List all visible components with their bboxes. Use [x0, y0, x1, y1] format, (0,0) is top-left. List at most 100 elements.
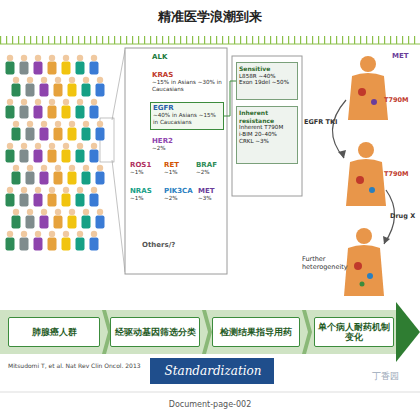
gene-box: MET~3% — [196, 186, 225, 206]
node-text: HER2 — [152, 137, 208, 145]
crowd-body — [34, 194, 43, 207]
crowd-head — [83, 165, 89, 171]
crowd-body — [6, 150, 15, 163]
callout-label: T790M — [384, 96, 408, 104]
step-box: 检测结果指导用药 — [212, 317, 300, 347]
crowd-head — [97, 121, 103, 127]
step-box: 肺腺癌人群 — [8, 317, 100, 347]
crowd-head — [41, 165, 47, 171]
crowd-body — [76, 150, 85, 163]
gene-box: BRAF~2% — [194, 160, 225, 180]
crowd-head — [91, 99, 97, 105]
process-band — [0, 310, 396, 354]
node-text: ~2% — [164, 195, 193, 202]
crowd-body — [26, 84, 35, 97]
crowd-head — [63, 99, 69, 105]
node-text: KRAS — [152, 71, 222, 79]
node-text: 经驱动基因筛选分类 — [115, 327, 196, 337]
crowd-head — [49, 231, 55, 237]
node-text: ~2% — [196, 169, 223, 176]
callout-label: Standardization — [156, 364, 270, 378]
crowd-head — [49, 99, 55, 105]
crowd-head — [97, 77, 103, 83]
node-text: ~1% — [130, 169, 158, 176]
crowd-head — [49, 143, 55, 149]
crowd-head — [49, 55, 55, 61]
crowd-body — [48, 62, 57, 75]
zoom-line — [112, 50, 125, 120]
crowd-body — [62, 150, 71, 163]
tumor-dot — [354, 88, 377, 287]
crowd-head — [27, 121, 33, 127]
logo-box — [150, 358, 274, 384]
ruler-line — [0, 44, 420, 45]
crowd-head — [69, 77, 75, 83]
arrow-head — [338, 150, 346, 158]
crowd-head — [91, 143, 97, 149]
crowd-head — [7, 187, 13, 193]
crowd-head — [21, 99, 27, 105]
crowd-body — [6, 238, 15, 251]
crowd-head — [27, 209, 33, 215]
crowd-head — [7, 55, 13, 61]
crowd-body — [20, 194, 29, 207]
crowd-head — [13, 165, 19, 171]
gene-box: RET~1% — [162, 160, 192, 180]
node-text: ~1% — [164, 169, 190, 176]
crowd-body — [34, 62, 43, 75]
crowd-head — [77, 143, 83, 149]
title: 精准医学浪潮到来 — [0, 8, 420, 26]
node-text: L858R ~40% — [239, 73, 295, 80]
zoom-line — [112, 160, 125, 272]
resistance-panel — [232, 56, 302, 196]
mutation-box: SensitiveL858R ~40%Exon 19del ~50% — [236, 62, 298, 100]
crowd-head — [63, 55, 69, 61]
crowd-head — [35, 99, 41, 105]
step-box: 单个病人耐药机制变化 — [314, 317, 394, 347]
crowd-head — [35, 231, 41, 237]
crowd-head — [55, 209, 61, 215]
crowd-body — [54, 128, 63, 141]
crowd-head — [91, 231, 97, 237]
crowd-body — [12, 128, 21, 141]
callout-label: MET — [392, 52, 409, 60]
crowd-head — [97, 165, 103, 171]
node-text: ALK — [152, 53, 220, 61]
page-rule — [0, 392, 420, 393]
node-text: Inherent resistance — [239, 109, 295, 124]
crowd-body — [90, 238, 99, 251]
crowd-body — [34, 106, 43, 119]
crowd-head — [77, 231, 83, 237]
crowd-head — [35, 143, 41, 149]
crowd-head — [91, 55, 97, 61]
crowd-head — [7, 231, 13, 237]
ruler-band — [0, 36, 420, 44]
crowd-head — [7, 143, 13, 149]
gene-box: Others/? — [140, 240, 210, 256]
zoom-connector — [224, 81, 236, 116]
gene-panel — [125, 48, 227, 274]
crowd-body — [40, 84, 49, 97]
crowd-body — [20, 62, 29, 75]
crowd-body — [90, 194, 99, 207]
crowd-head — [7, 99, 13, 105]
crowd-body — [68, 84, 77, 97]
node-text: ROS1 — [130, 161, 158, 169]
page-footer: Document-page-002 — [0, 400, 420, 409]
node-text: PIK3CA — [164, 187, 193, 195]
crowd-head — [13, 77, 19, 83]
crowd-head — [27, 77, 33, 83]
crowd-body — [82, 84, 91, 97]
crowd-head — [63, 231, 69, 237]
crowd-body — [6, 62, 15, 75]
callout-label: T790M — [384, 170, 408, 178]
crowd-body — [96, 128, 105, 141]
crowd-body — [26, 172, 35, 185]
crowd-head — [83, 77, 89, 83]
crowd-body — [48, 106, 57, 119]
crowd-body — [20, 238, 29, 251]
crowd-body — [68, 128, 77, 141]
crowd-body — [76, 106, 85, 119]
node-text: Others/? — [142, 241, 208, 249]
crowd-body — [34, 238, 43, 251]
